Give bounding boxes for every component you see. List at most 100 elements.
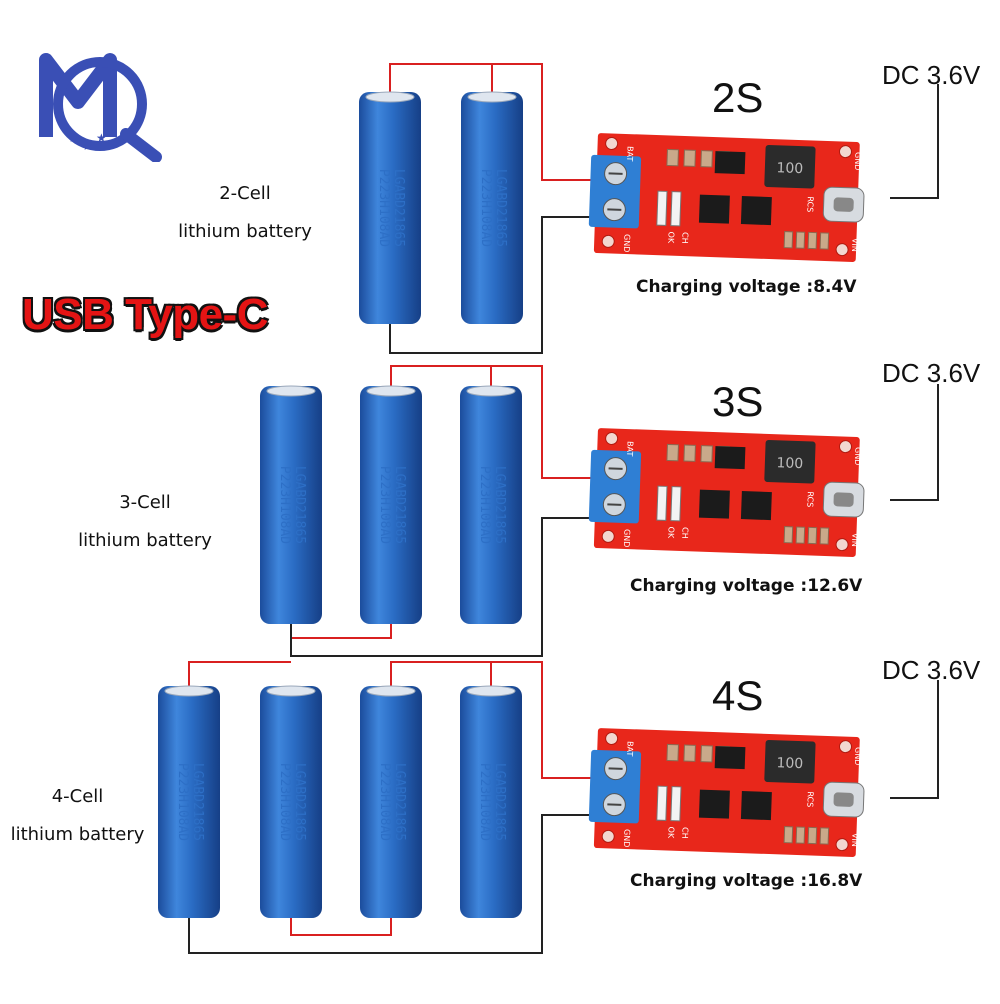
battery-terminal — [267, 386, 315, 396]
mounting-hole — [602, 830, 614, 842]
resistor — [701, 446, 713, 462]
capacitor — [808, 232, 817, 248]
battery-cell: LGABD21865P223H108AD — [359, 92, 421, 324]
battery-terminal — [468, 92, 516, 102]
capacitor — [784, 232, 793, 248]
mosfet-chip — [715, 746, 746, 769]
silk-rcs: RCS — [805, 791, 815, 807]
cell-type-text: lithium battery — [0, 816, 155, 854]
ic-chip — [699, 790, 730, 819]
mosfet-chip — [715, 446, 746, 469]
mounting-hole — [605, 732, 617, 744]
silk-rcs: RCS — [805, 196, 815, 212]
mosfet-chip — [715, 151, 746, 174]
charging-voltage-4s: Charging voltage :16.8V — [630, 871, 862, 891]
battery-cell: LGABD21865P223H108AD — [260, 686, 322, 918]
capacitor — [796, 827, 805, 843]
battery-print-text: LGABD21865P223H108AD — [376, 169, 406, 247]
silk-vin: VIN — [850, 833, 859, 847]
silk-ch: CH — [680, 527, 689, 539]
resistor — [684, 445, 696, 461]
battery-terminal — [165, 686, 213, 696]
resistor — [667, 149, 679, 165]
cell-type-text: lithium battery — [160, 213, 330, 251]
capacitor — [796, 232, 805, 248]
battery-print-text: LGABD21865P223H108AD — [377, 466, 407, 544]
battery-terminal — [366, 92, 414, 102]
capacitor — [784, 527, 793, 543]
battery-cell: LGABD21865P223H108AD — [260, 386, 322, 624]
wire-dc-input — [890, 384, 938, 500]
ic-chip — [741, 491, 772, 520]
ic-chip — [741, 791, 772, 820]
silk-bat: BAT — [625, 741, 635, 757]
battery-cell: LGABD21865P223H108AD — [461, 92, 523, 324]
series-label-4s: 4S — [712, 672, 763, 720]
inductor-text: 100 — [776, 755, 803, 772]
resistor — [684, 150, 696, 166]
wire-negative — [291, 518, 598, 656]
battery-terminal — [467, 386, 515, 396]
charging-voltage-2s: Charging voltage :8.4V — [636, 277, 857, 297]
mounting-hole — [839, 740, 851, 752]
mounting-hole — [602, 530, 614, 542]
mounting-hole — [836, 538, 848, 550]
resistor — [667, 744, 679, 760]
mounting-hole — [839, 145, 851, 157]
battery-cell: LGABD21865P223H108AD — [360, 686, 422, 918]
battery-print-text: LGABD21865P223H108AD — [377, 763, 407, 841]
led — [657, 191, 667, 225]
capacitor — [820, 828, 829, 844]
usb-type-c-title: USB Type-C — [22, 290, 268, 340]
silk-ch: CH — [680, 827, 689, 839]
inductor-text: 100 — [776, 455, 803, 472]
series-label-3s: 3S — [712, 378, 763, 426]
silk-ch: CH — [680, 232, 689, 244]
battery-terminal — [367, 386, 415, 396]
mounting-hole — [605, 432, 617, 444]
ic-chip — [699, 490, 730, 519]
capacitor — [796, 527, 805, 543]
led — [671, 192, 681, 226]
capacitor — [808, 527, 817, 543]
battery-terminal — [367, 686, 415, 696]
battery-print-text: LGABD21865P223H108AD — [175, 763, 205, 841]
silk-gnd: GND — [622, 529, 632, 548]
silk-vin: VIN — [850, 238, 859, 252]
cell-count-text: 4-Cell — [0, 778, 155, 816]
input-label-3s: DC 3.6V — [882, 358, 980, 389]
silk-gnd: GND — [853, 747, 863, 766]
wire-series-link — [390, 64, 492, 92]
silk-bat: BAT — [625, 146, 635, 162]
silk-rcs: RCS — [805, 491, 815, 507]
battery-cell: LGABD21865P223H108AD — [158, 686, 220, 918]
resistor — [667, 444, 679, 460]
mounting-hole — [836, 243, 848, 255]
series-label-2s: 2S — [712, 74, 763, 122]
svg-text:★: ★ — [96, 131, 107, 145]
wire-series-link — [189, 662, 291, 686]
svg-text:★: ★ — [68, 131, 79, 145]
silk-gnd: GND — [853, 447, 863, 466]
ic-chip — [699, 195, 730, 224]
cell-label-2s: 2-Cell lithium battery — [160, 175, 330, 251]
mounting-hole — [836, 838, 848, 850]
battery-cell: LGABD21865P223H108AD — [360, 386, 422, 624]
capacitor — [820, 233, 829, 249]
inductor-text: 100 — [776, 160, 803, 177]
battery-print-text: LGABD21865P223H108AD — [477, 763, 507, 841]
led — [657, 486, 667, 520]
silk-gnd: GND — [853, 152, 863, 171]
battery-terminal — [467, 686, 515, 696]
silk-gnd: GND — [622, 234, 632, 253]
cell-type-text: lithium battery — [60, 522, 230, 560]
led — [671, 787, 681, 821]
mounting-hole — [839, 440, 851, 452]
cell-count-text: 2-Cell — [160, 175, 330, 213]
battery-print-text: LGABD21865P223H108AD — [277, 763, 307, 841]
charging-voltage-3s: Charging voltage :12.6V — [630, 576, 862, 596]
input-label-2s: DC 3.6V — [882, 60, 980, 91]
